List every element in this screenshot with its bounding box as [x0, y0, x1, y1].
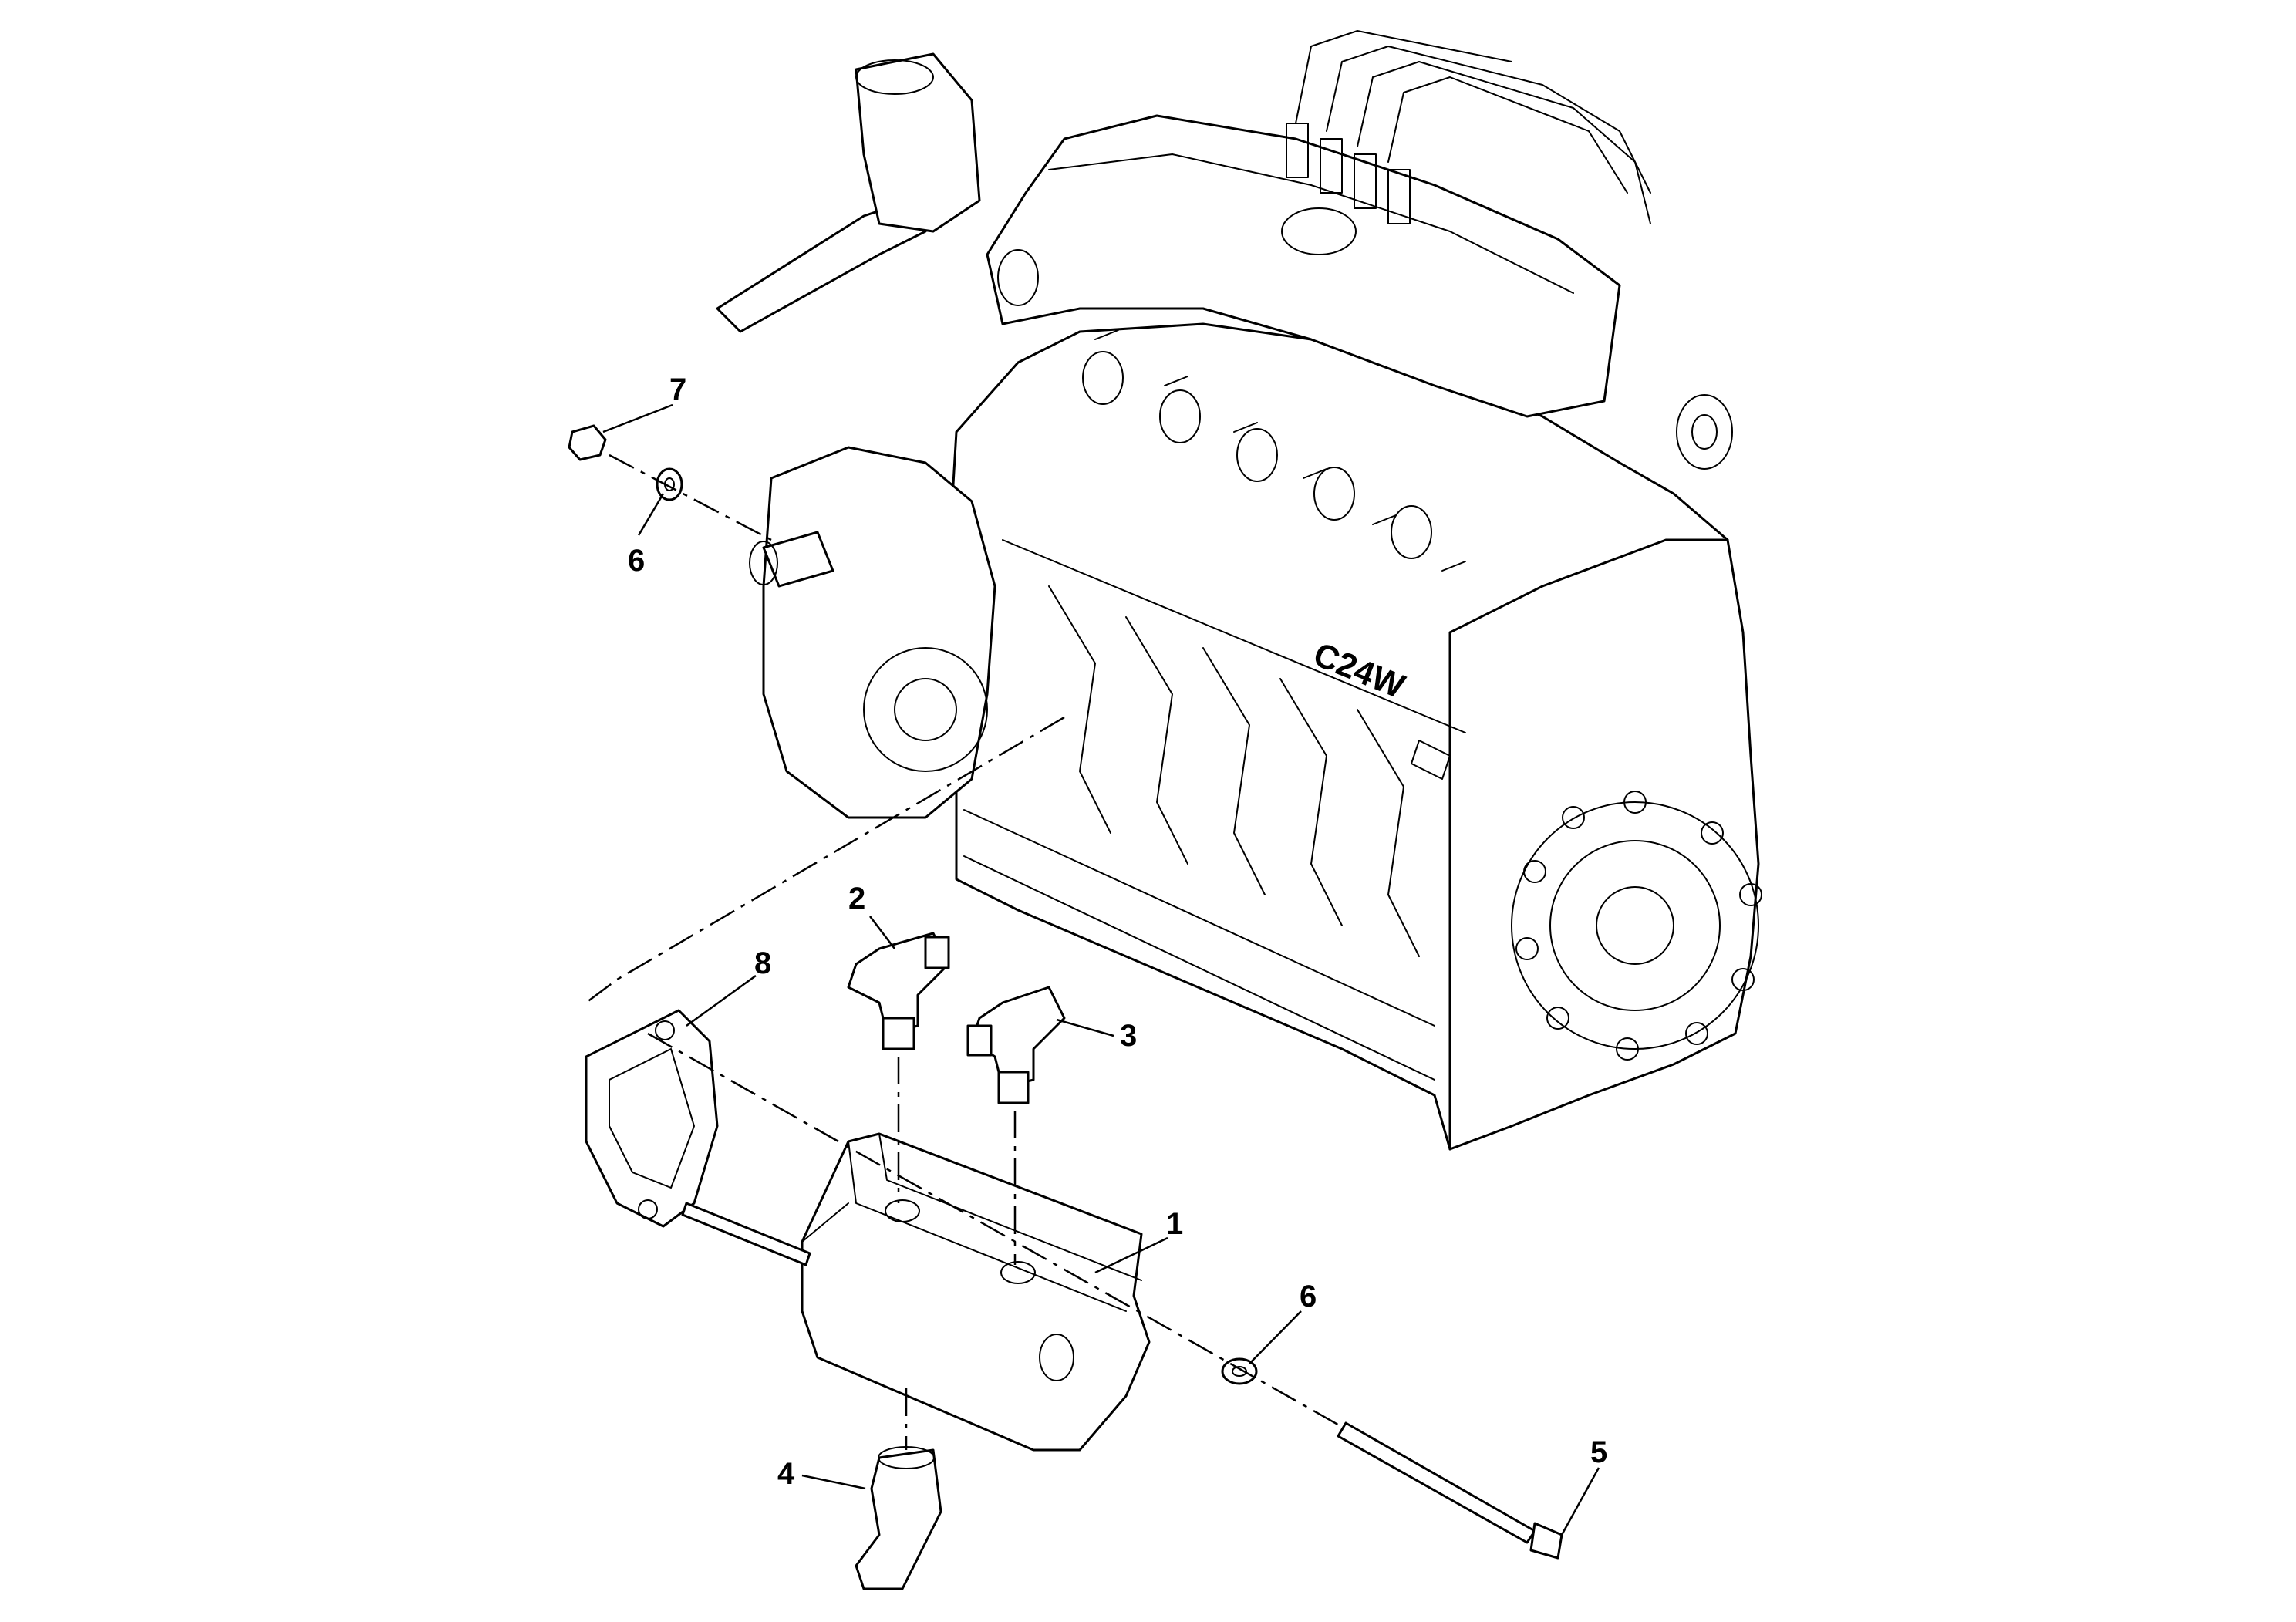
washer-6-upper [656, 467, 683, 501]
callout-5: 5 [1590, 1435, 1607, 1469]
callout-6-lower: 6 [1300, 1280, 1317, 1313]
callout-4: 4 [777, 1457, 795, 1491]
callouts: 1 2 3 4 5 6 6 7 8 [628, 373, 1607, 1491]
bolt-5 [1337, 1421, 1563, 1560]
elbow-fitting-4 [855, 1446, 942, 1590]
callout-6-upper: 6 [628, 544, 645, 578]
elbow-fitting-3 [966, 986, 1066, 1104]
callout-8: 8 [754, 946, 771, 980]
callout-7: 7 [669, 373, 686, 406]
gasket [585, 1009, 719, 1228]
callout-1: 1 [1166, 1207, 1183, 1241]
callout-2: 2 [848, 882, 865, 916]
leader-lines [602, 403, 1600, 1536]
elbow-fitting-2 [847, 932, 950, 1050]
pump-body [801, 1132, 1151, 1452]
washer-6-lower [1221, 1357, 1258, 1385]
stud [681, 1202, 811, 1266]
callout-3: 3 [1120, 1019, 1137, 1053]
nut-7 [568, 424, 607, 461]
assembly-lines [585, 454, 1343, 1450]
engine-block: C24W [716, 30, 1762, 1151]
